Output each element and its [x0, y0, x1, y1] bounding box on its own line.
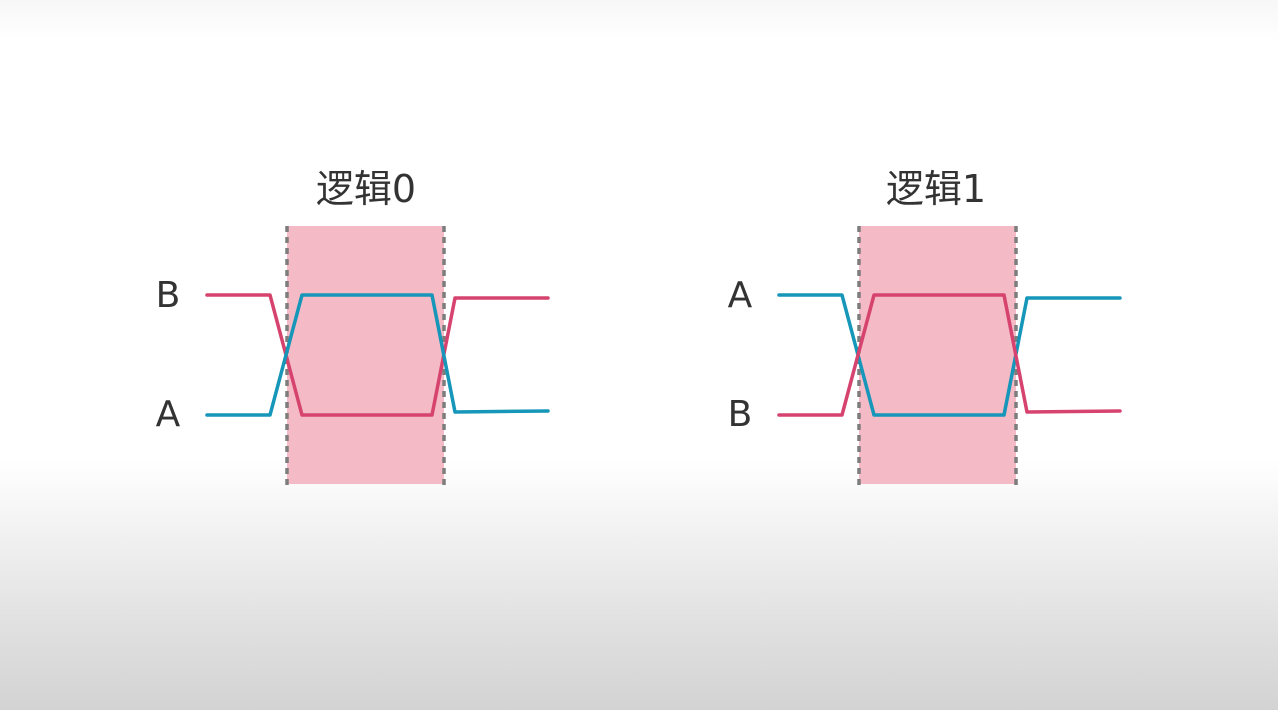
logic-0-panel: 逻辑0 B A	[156, 167, 550, 486]
logic-1-bit-window	[859, 226, 1016, 484]
logic-0-bottom-signal-label: A	[156, 394, 181, 435]
logic-0-title: 逻辑0	[316, 167, 416, 211]
logic-0-bit-window	[287, 226, 444, 484]
logic-1-b-waveform	[777, 293, 1122, 417]
logic-1-a-waveform	[777, 293, 1122, 417]
logic-1-bottom-signal-label: B	[728, 394, 753, 435]
logic-0-b-waveform	[205, 293, 550, 417]
logic-1-title: 逻辑1	[886, 167, 986, 211]
logic-0-a-waveform	[205, 293, 550, 417]
logic-0-top-signal-label: B	[156, 275, 181, 316]
logic-1-top-signal-label: A	[728, 275, 753, 316]
logic-1-panel: 逻辑1 A B	[728, 167, 1122, 486]
